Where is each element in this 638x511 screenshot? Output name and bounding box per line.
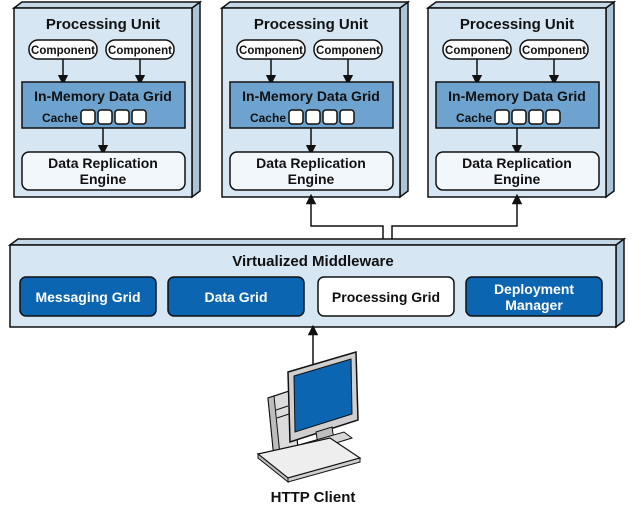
middleware-module-processing-grid-label: Processing Grid — [332, 289, 440, 305]
middleware-module-messaging-grid — [19, 276, 157, 317]
middleware-module-deployment-manager-label-line-1: Deployment — [494, 281, 574, 297]
pu-2-title: Processing Unit — [254, 16, 368, 33]
middleware-module-deployment-manager — [465, 276, 603, 317]
pu-1-component-1-label: Component — [31, 45, 95, 57]
pu-2-component-1-label: Component — [239, 45, 303, 57]
pu-1-data-grid-label: In-Memory Data Grid — [34, 88, 172, 104]
computer-tower-slot — [275, 405, 289, 411]
computer-keyboard-edge-2 — [287, 457, 361, 483]
pu-2-engine-label-line-2: Engine — [288, 171, 335, 187]
middleware-module-deployment-manager-label-line-2: Manager — [505, 297, 563, 313]
pu-3-side-face — [605, 0, 615, 199]
pu-2-cache-slot-3 — [322, 109, 338, 125]
computer-tower-slot-2 — [276, 413, 290, 419]
pu-2-cache-slot-4 — [339, 109, 355, 125]
pu-1-engine-label-line-2: Engine — [80, 171, 127, 187]
pu-3-replication-engine — [435, 151, 600, 191]
pu-3-data-grid-label: In-Memory Data Grid — [448, 88, 586, 104]
pu-3-engine-label-line-1: Data Replication — [462, 155, 572, 171]
pu-2-cache-slot-2 — [305, 109, 321, 125]
pu-1-cache-slot-2 — [97, 109, 113, 125]
pu-3-cache-slot-4 — [545, 109, 561, 125]
pu-2-top-face — [219, 1, 411, 9]
pu-3-component-2-label: Component — [522, 45, 586, 57]
middleware-side-face — [615, 237, 625, 329]
pu-2-replication-engine — [229, 151, 394, 191]
pu-3-component-1-label: Component — [445, 45, 509, 57]
pu-2-cache-slot-1 — [288, 109, 304, 125]
pu-2-side-face — [399, 0, 409, 199]
pu-1-side-face — [191, 0, 201, 199]
pu-1-cache-label: Cache — [42, 111, 78, 125]
pu-1-component-2-label: Component — [108, 45, 172, 57]
middleware-module-messaging-grid-label: Messaging Grid — [35, 289, 140, 305]
pu-3-top-face — [425, 1, 617, 9]
http-client-label: HTTP Client — [271, 489, 356, 506]
pu-3-cache-label: Cache — [456, 111, 492, 125]
pu-3-cache-slot-3 — [528, 109, 544, 125]
computer-monitor-screen — [293, 358, 353, 433]
pu-1-replication-engine — [21, 151, 186, 191]
middleware-module-data-grid-label: Data Grid — [204, 289, 267, 305]
pu-3-cache-slot-2 — [511, 109, 527, 125]
middleware-module-processing-grid — [317, 276, 455, 317]
virtualized-middleware: Virtualized Middleware Messaging Grid Da… — [7, 237, 627, 329]
processing-unit-3: Processing Unit Component Component In-M… — [425, 0, 617, 199]
pu-3-title: Processing Unit — [460, 16, 574, 33]
pu-2-data-grid-label: In-Memory Data Grid — [242, 88, 380, 104]
middleware-top-face — [7, 238, 627, 246]
pu-2-cache-label: Cache — [250, 111, 286, 125]
processing-unit-2: Processing Unit Component Component In-M… — [219, 0, 411, 199]
pu-1-title: Processing Unit — [46, 16, 160, 33]
middleware-title: Virtualized Middleware — [232, 253, 393, 270]
pu-3-engine-label-line-2: Engine — [494, 171, 541, 187]
pu-2-component-2-label: Component — [316, 45, 380, 57]
processing-unit-1: Processing Unit Component Component In-M… — [11, 0, 203, 199]
middleware-module-data-grid — [167, 276, 305, 317]
pu-1-cache-slot-1 — [80, 109, 96, 125]
pu-1-engine-label-line-1: Data Replication — [48, 155, 158, 171]
desktop-computer-icon — [256, 351, 362, 484]
pu-1-cache-slot-4 — [131, 109, 147, 125]
pu-1-cache-slot-3 — [114, 109, 130, 125]
pu-2-engine-label-line-1: Data Replication — [256, 155, 366, 171]
pu-3-cache-slot-1 — [494, 109, 510, 125]
pu-1-top-face — [11, 1, 203, 9]
